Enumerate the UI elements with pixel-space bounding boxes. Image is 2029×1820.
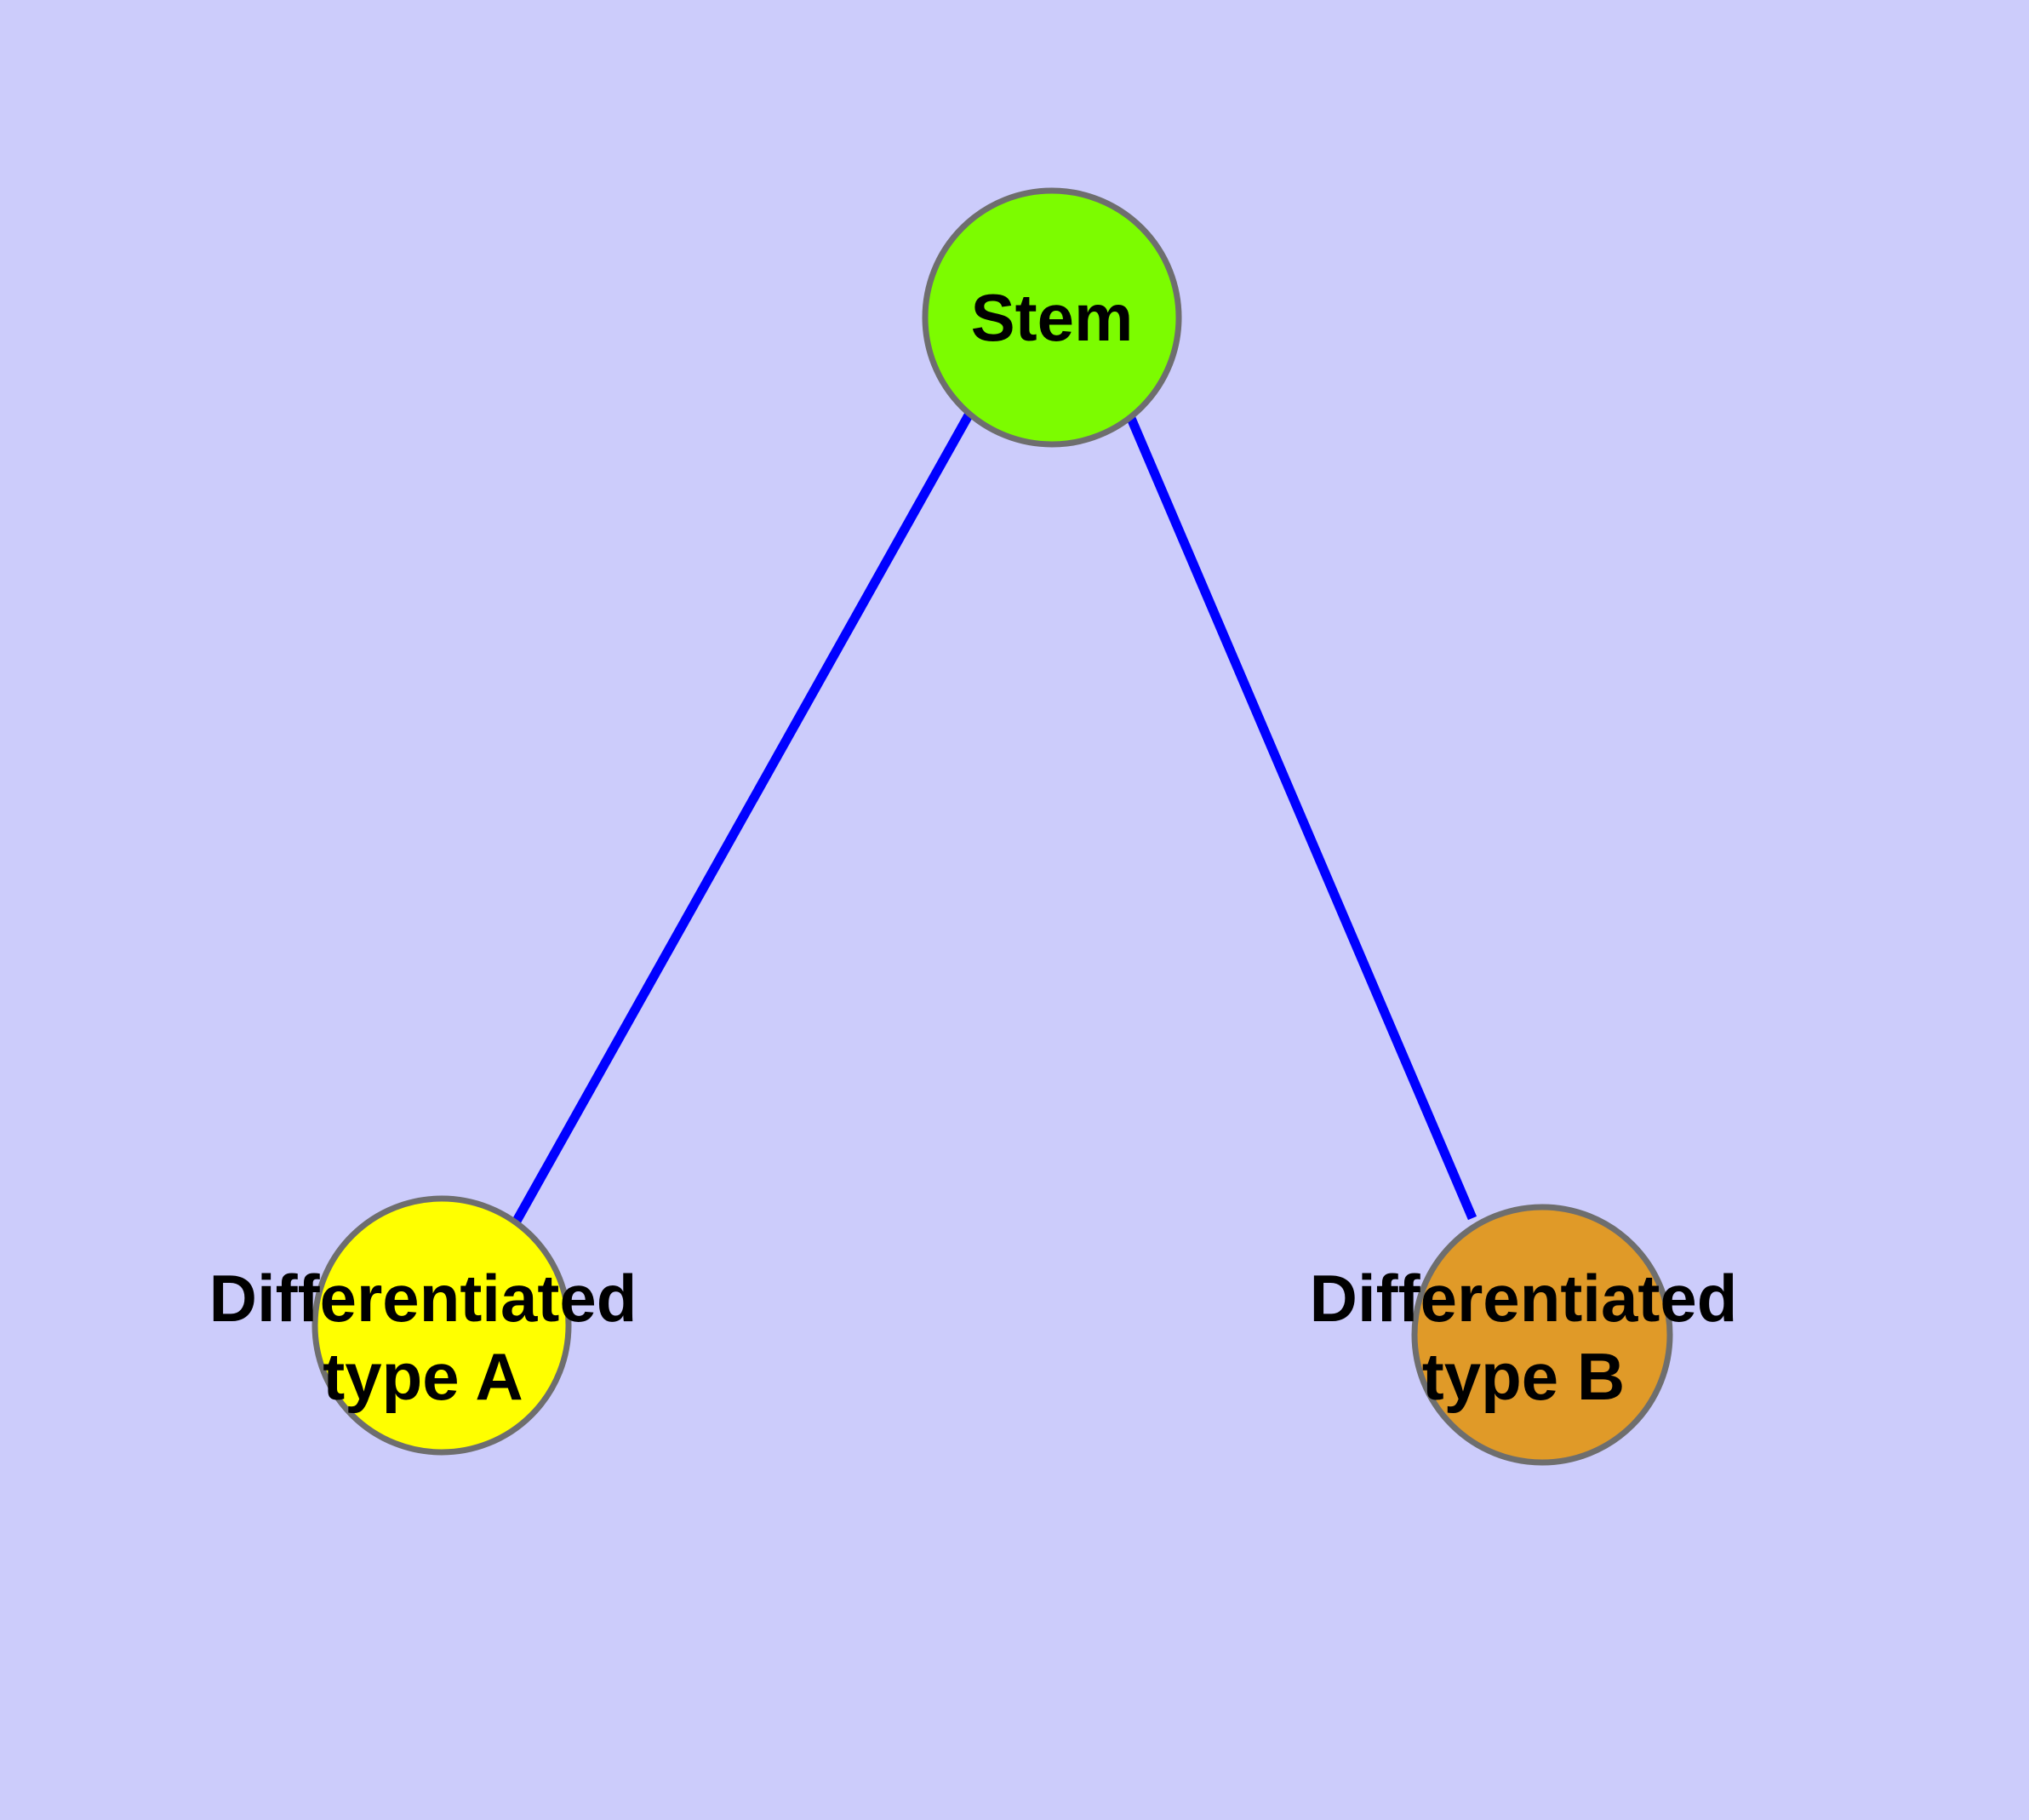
node-label-line: Differentiated bbox=[1310, 1261, 1738, 1336]
graph-node-diff-b[interactable] bbox=[1411, 1204, 1673, 1466]
node-label-line: type B bbox=[1422, 1339, 1625, 1414]
graph-edge-stem-to-diff-a[interactable] bbox=[512, 411, 974, 1225]
node-label-line: type A bbox=[323, 1339, 523, 1414]
graph-node-stem[interactable] bbox=[922, 187, 1182, 448]
node-layer bbox=[311, 187, 1673, 1466]
node-label-line: Stem bbox=[971, 280, 1134, 355]
node-label-line: Differentiated bbox=[209, 1261, 637, 1336]
edge-layer bbox=[512, 411, 1477, 1225]
node-label-stem: Stem bbox=[971, 280, 1134, 355]
graph-edge-stem-to-diff-b[interactable] bbox=[1125, 414, 1477, 1221]
graph-node-diff-a[interactable] bbox=[311, 1195, 572, 1456]
